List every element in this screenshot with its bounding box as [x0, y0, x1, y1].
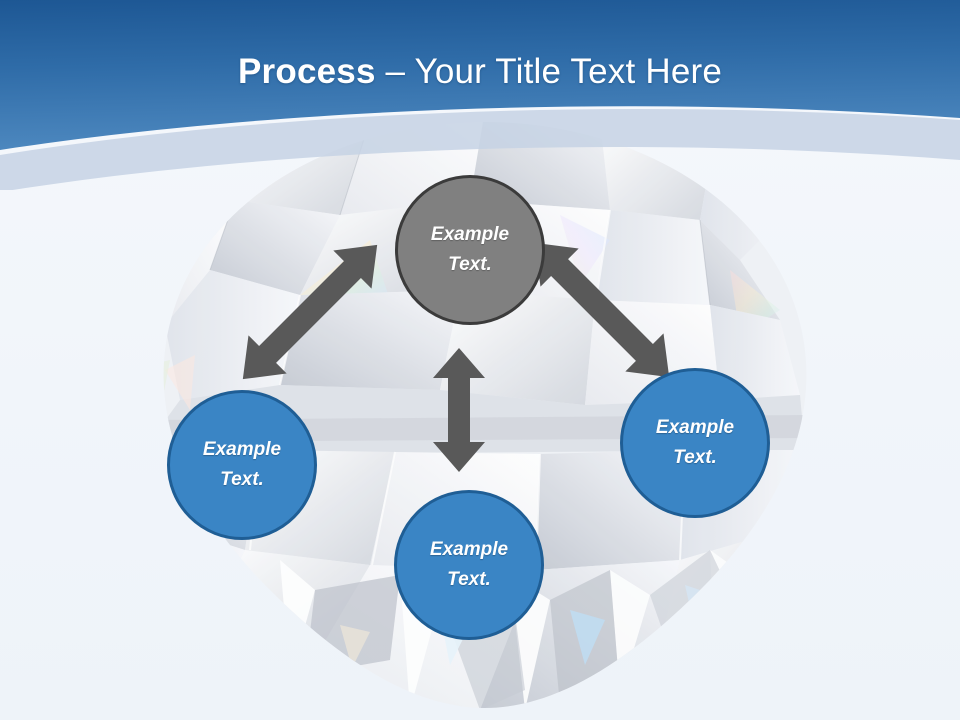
arrow-top-bottom — [433, 348, 485, 472]
process-node-bottom-line2: Text. — [447, 569, 491, 590]
arrow-top-left — [242, 244, 378, 380]
process-node-left[interactable]: Example Text. — [167, 390, 317, 540]
process-node-left-line1: Example — [202, 439, 282, 460]
arrow-top-right — [534, 242, 670, 378]
process-node-top-line2: Text. — [448, 254, 492, 275]
page-title: Process – Your Title Text Here — [0, 50, 960, 94]
process-node-top[interactable]: Example Text. — [395, 175, 545, 325]
process-node-right-line1: Example — [655, 417, 735, 438]
process-node-right[interactable]: Example Text. — [620, 368, 770, 518]
process-node-bottom[interactable]: Example Text. — [394, 490, 544, 640]
title-bold-part: Process — [238, 52, 376, 91]
title-rest-part: Your Title Text Here — [414, 52, 722, 91]
process-node-right-line2: Text. — [673, 447, 717, 468]
process-node-left-line2: Text. — [220, 469, 264, 490]
title-separator: – — [375, 52, 415, 91]
process-node-top-line1: Example — [430, 224, 510, 245]
process-node-bottom-line1: Example — [429, 539, 509, 560]
